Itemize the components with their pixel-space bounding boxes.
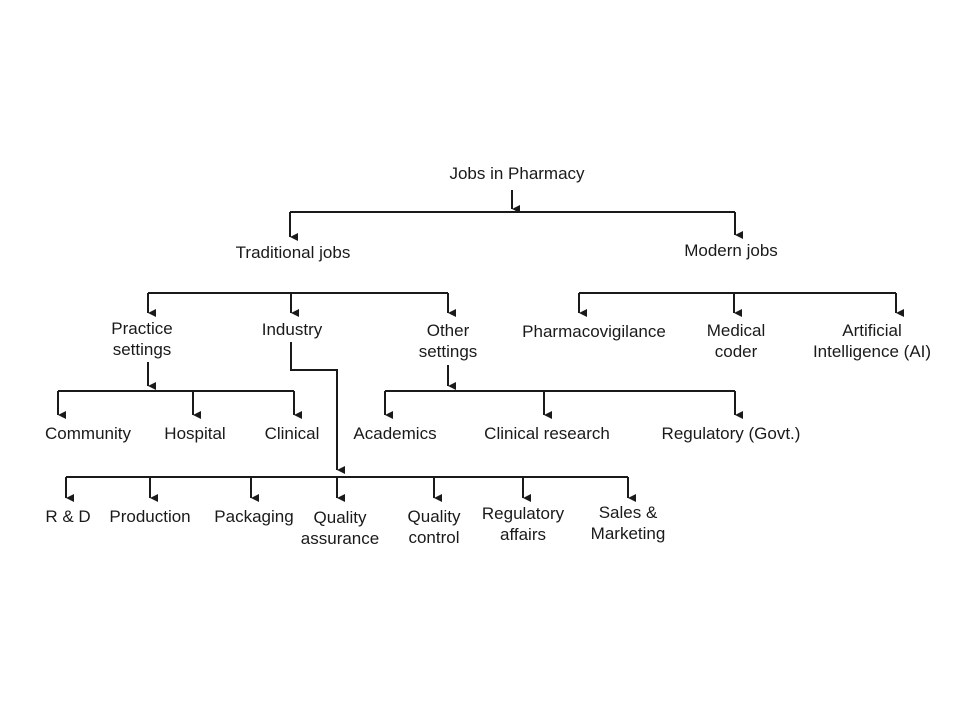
connector-industry-path [290, 342, 345, 474]
node-label-line-1: Medical [706, 321, 766, 340]
node-label-line-2: settings [112, 340, 172, 359]
node-label-line-2: assurance [300, 529, 380, 548]
node-label: Packaging [214, 507, 294, 526]
node-sales-and-marketing: Sales & Marketing [591, 502, 666, 544]
node-label-line-2: Intelligence (AI) [812, 342, 932, 361]
node-label: Pharmacovigilance [522, 322, 666, 341]
node-label-line-2: settings [418, 342, 478, 361]
node-community: Community [45, 423, 131, 444]
node-label-line-1: Other [426, 321, 470, 340]
node-label-line-1: Artificial [842, 321, 902, 340]
node-label-line-2: coder [714, 342, 758, 361]
node-medical-coder: Medical coder [707, 320, 766, 362]
node-pharmacovigilance: Pharmacovigilance [522, 321, 666, 342]
node-quality-assurance: Quality assurance [301, 507, 379, 549]
node-production: Production [109, 506, 190, 527]
node-label: Jobs in Pharmacy [449, 164, 585, 183]
node-label: Production [109, 507, 191, 526]
node-traditional-jobs: Traditional jobs [236, 242, 351, 263]
node-label: Regulatory (Govt.) [661, 424, 801, 443]
node-r-and-d: R & D [45, 506, 90, 527]
node-label-line-1: Quality [407, 507, 461, 526]
node-clinical: Clinical [265, 423, 320, 444]
node-practice-settings: Practice settings [111, 318, 172, 360]
node-label-line-1: Regulatory [481, 504, 565, 523]
node-label: Modern jobs [684, 241, 778, 260]
node-clinical-research: Clinical research [484, 423, 610, 444]
node-label: Traditional jobs [235, 243, 351, 262]
node-artificial-intelligence: Artificial Intelligence (AI) [813, 320, 931, 362]
node-label: R & D [45, 507, 91, 526]
node-label-line-2: control [408, 528, 460, 547]
node-label-line-1: Quality [313, 508, 367, 527]
node-regulatory-affairs: Regulatory affairs [482, 503, 564, 545]
node-packaging: Packaging [214, 506, 293, 527]
node-label-line-2: Marketing [590, 524, 666, 543]
node-regulatory-govt: Regulatory (Govt.) [662, 423, 801, 444]
node-label: Hospital [164, 424, 226, 443]
node-label-line-1: Sales & [598, 503, 658, 522]
node-hospital: Hospital [164, 423, 225, 444]
node-other-settings: Other settings [419, 320, 478, 362]
node-academics: Academics [353, 423, 436, 444]
node-label: Academics [353, 424, 437, 443]
node-label-line-2: affairs [500, 525, 546, 544]
node-label: Clinical [264, 424, 320, 443]
node-label-line-1: Practice [111, 319, 173, 338]
node-industry: Industry [262, 319, 322, 340]
node-jobs-in-pharmacy: Jobs in Pharmacy [449, 163, 584, 184]
node-modern-jobs: Modern jobs [684, 240, 778, 261]
node-label: Community [45, 424, 131, 443]
node-quality-control: Quality control [408, 506, 461, 548]
node-label: Clinical research [484, 424, 610, 443]
node-label: Industry [261, 320, 323, 339]
